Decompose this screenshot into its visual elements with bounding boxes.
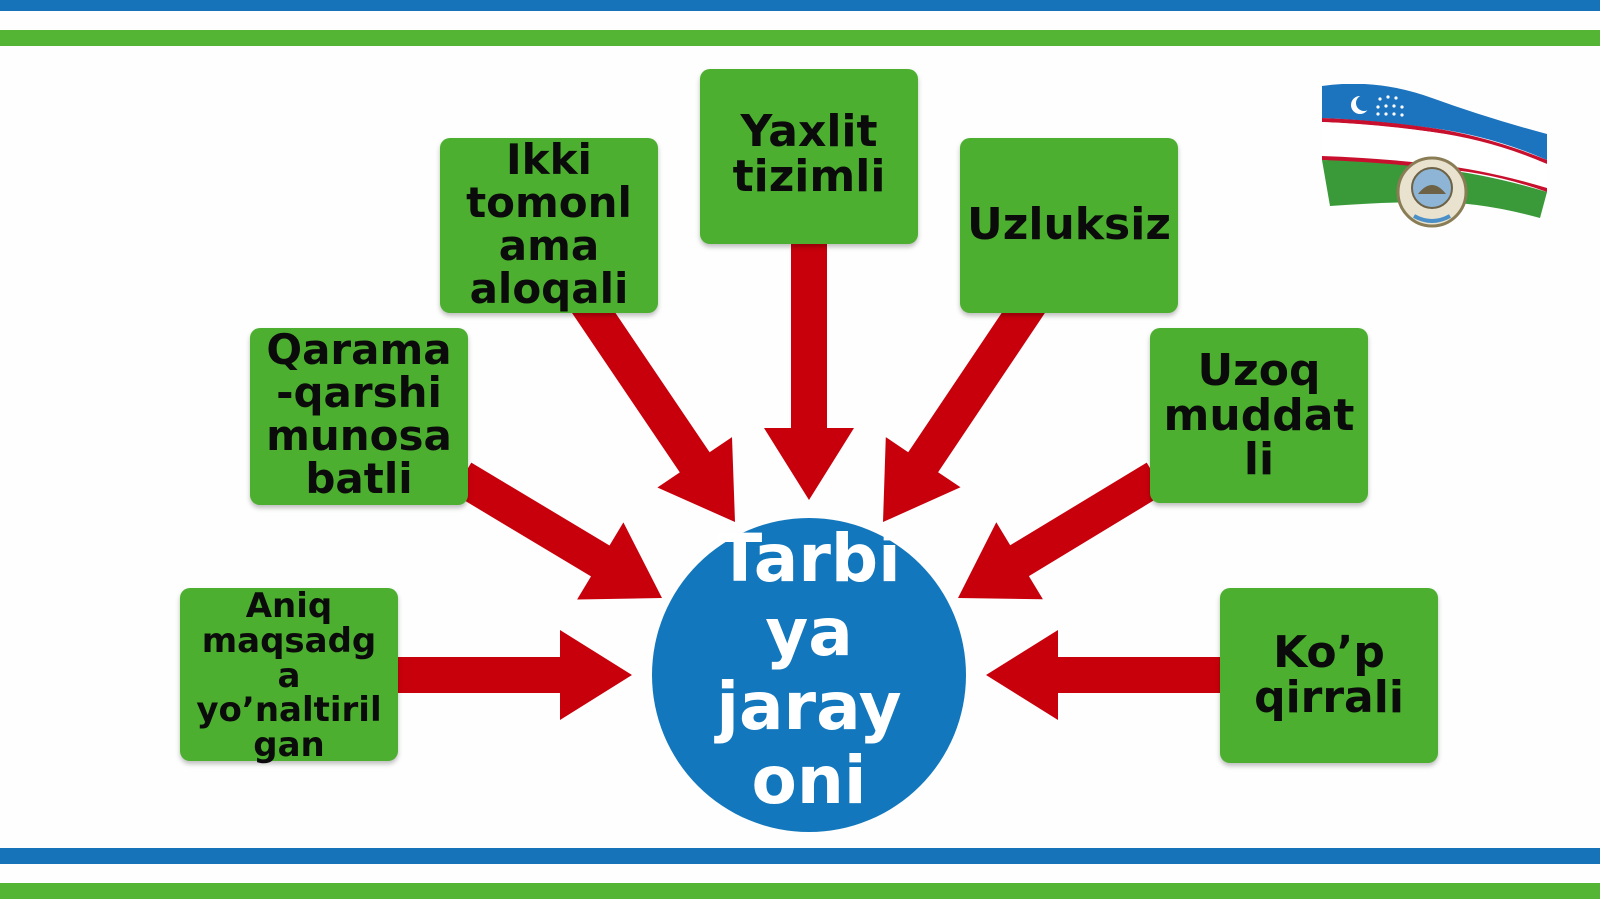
node-label-qarama: Qarama -qarshi munosa batli	[266, 325, 452, 503]
node-label-kop: Ko’p qirrali	[1254, 626, 1404, 723]
node-label-ikki: Ikki tomonl ama aloqali	[466, 135, 632, 313]
node-label-uzoq: Uzoq muddat li	[1163, 344, 1355, 486]
bottom-green-stripe	[0, 883, 1600, 899]
bottom-blue-stripe	[0, 848, 1600, 864]
arrow-kop	[986, 630, 1220, 720]
node-box-yaxlit	[700, 69, 918, 244]
node-label-uzluksiz: Uzluksiz	[967, 199, 1171, 251]
arrow-uzoq	[958, 462, 1166, 600]
node-box-uzoq	[1150, 328, 1368, 503]
arrow-group	[398, 244, 1220, 720]
arrow-aniq	[398, 630, 632, 720]
node-box-aniq	[180, 588, 398, 761]
node-box-uzluksiz	[960, 138, 1178, 313]
node-box-ikki	[440, 138, 658, 313]
node-label-aniq: Aniq maqsadg a yo’naltiril gan	[196, 586, 382, 765]
node-label-yaxlit: Yaxlit tizimli	[732, 106, 886, 202]
top-blue-stripe	[0, 0, 1600, 11]
arrow-uzluksiz	[883, 290, 1047, 522]
arrow-ikki	[570, 289, 735, 522]
center-label: Tarbi ya jaray oni	[716, 520, 902, 819]
top-green-stripe	[0, 30, 1600, 46]
arrow-qarama	[452, 462, 662, 600]
uzbekistan-flag-icon	[1322, 84, 1547, 228]
arrow-yaxlit	[764, 244, 854, 500]
node-box-kop	[1220, 588, 1438, 763]
node-box-qarama	[250, 328, 468, 505]
center-circle	[652, 518, 966, 832]
